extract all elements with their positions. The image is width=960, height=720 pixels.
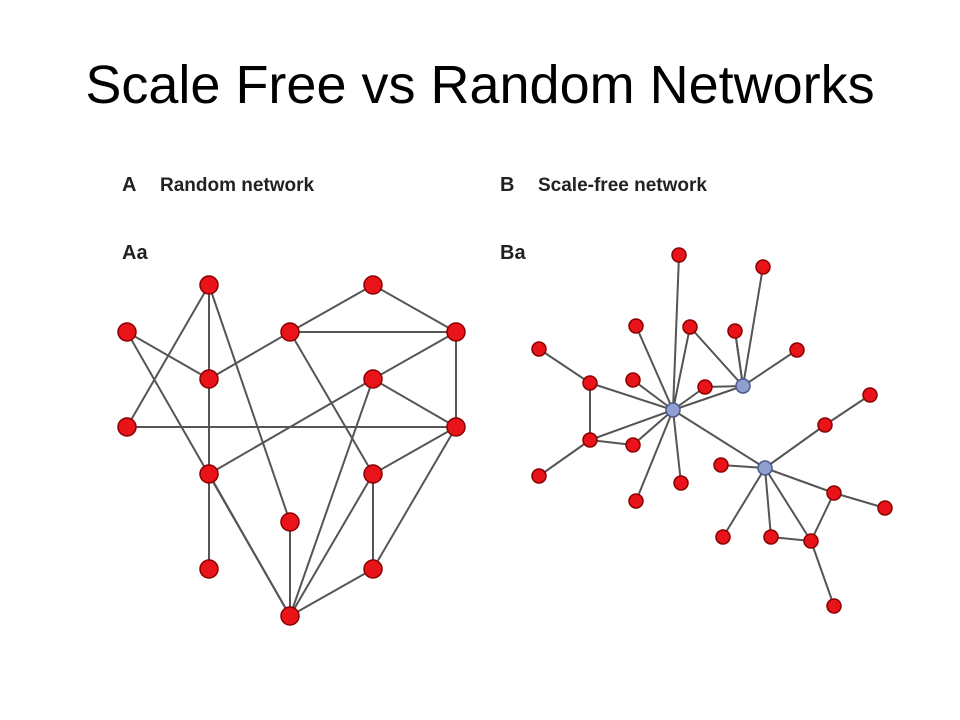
edge [632,379,674,411]
node [199,275,219,295]
node [862,387,878,403]
edge [372,378,457,428]
random-network [117,275,466,626]
node [697,379,713,395]
node [582,432,598,448]
node [446,322,466,342]
node [117,417,137,437]
edge [672,254,680,411]
edge [208,473,291,617]
edge [833,492,886,509]
edge [289,378,374,617]
panel-b-label: Scale-free network [538,175,707,196]
hub-node [665,402,681,418]
edge [208,331,291,380]
edge [538,348,591,384]
edge [635,409,674,502]
edge [742,349,798,387]
node [199,369,219,389]
node [117,322,137,342]
edge [289,568,374,617]
node [713,457,729,473]
edge [289,284,374,333]
node [363,559,383,579]
node [755,259,771,275]
node [877,500,893,516]
edge [734,330,744,387]
node [363,369,383,389]
edge [372,331,457,380]
edge [208,284,291,523]
node [763,529,779,545]
panel-a-letter: A [122,174,137,196]
node [715,529,731,545]
node [789,342,805,358]
node [531,468,547,484]
node [582,375,598,391]
edge [672,409,766,469]
node [826,485,842,501]
edge [689,326,744,387]
slide-title: Scale Free vs Random Networks [85,55,875,115]
edge [672,385,744,411]
node [363,275,383,295]
node [199,464,219,484]
node [625,437,641,453]
node [280,606,300,626]
edge [824,394,871,426]
edge [672,409,682,484]
edge [589,382,674,411]
node [199,559,219,579]
hub-node [735,378,751,394]
edge [722,467,766,538]
edge [764,424,826,469]
edge [672,326,691,411]
edge [742,266,764,387]
panel-a-label: Random network [160,175,315,196]
node [817,417,833,433]
node [682,319,698,335]
scale-free-network [531,247,893,614]
node [671,247,687,263]
node [727,323,743,339]
hub-node [757,460,773,476]
edge [538,439,591,477]
panel-a-sublabel: Aa [122,242,148,264]
edge [810,540,835,607]
node [628,318,644,334]
node [531,341,547,357]
edge [126,331,210,380]
node [673,475,689,491]
edge [764,467,772,538]
edge [289,473,374,617]
node [280,322,300,342]
node [446,417,466,437]
edge [635,325,674,411]
node [363,464,383,484]
panel-b-letter: B [500,174,515,196]
node [625,372,641,388]
node [826,598,842,614]
edge [589,409,674,441]
node [280,512,300,532]
edge [372,426,457,570]
node [628,493,644,509]
edge [810,492,835,542]
edge [764,467,835,494]
panel-b-sublabel: Ba [500,242,526,264]
edge [372,284,457,333]
edge [632,409,674,446]
edge [764,467,812,542]
node [803,533,819,549]
edge [372,426,457,475]
